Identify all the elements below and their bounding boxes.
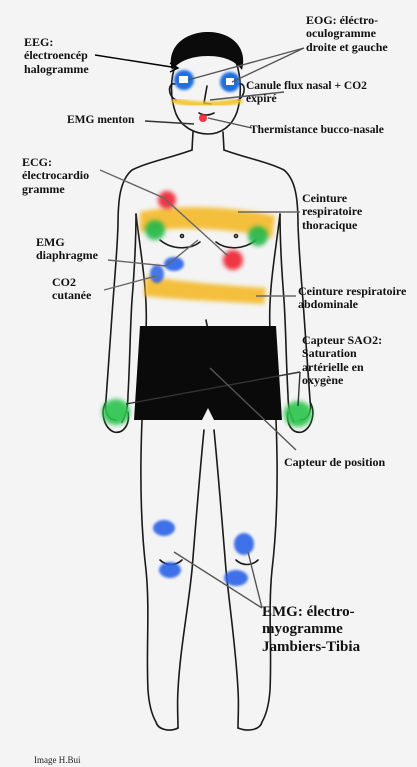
label-eeg: EEG: électroencép halogramme bbox=[24, 36, 89, 76]
label-capteur-position: Capteur de position bbox=[284, 456, 385, 469]
emg-leg-electrode-right-lower bbox=[224, 570, 248, 586]
thermistor-sensor bbox=[199, 114, 207, 122]
label-canule: Canule flux nasal + CO2 expiré bbox=[246, 80, 367, 106]
pointer-emg-leg-1 bbox=[174, 552, 262, 608]
eog-sensor-right-eye bbox=[174, 70, 194, 90]
sao2-sensor-left-hand bbox=[102, 399, 130, 425]
label-ecg: ECG: électrocardio gramme bbox=[22, 156, 89, 196]
nose bbox=[204, 86, 211, 104]
pointer-emg-menton bbox=[145, 121, 194, 124]
left-nipple bbox=[181, 235, 184, 238]
label-co2-cutanee: CO2 cutanée bbox=[52, 276, 91, 303]
label-emg-jambiers: EMG: électro- myogramme Jambiers-Tibia bbox=[262, 604, 360, 656]
pointer-eeg bbox=[95, 55, 178, 68]
pointer-ecg-1 bbox=[100, 170, 164, 198]
right-nipple bbox=[235, 235, 238, 238]
shorts bbox=[134, 326, 282, 420]
emg-leg-electrode-left-upper bbox=[153, 520, 175, 536]
emg-leg-electrode-right-upper bbox=[234, 533, 254, 555]
image-credit: Image H.Bui bbox=[34, 755, 81, 765]
right-arm-inner bbox=[280, 214, 294, 422]
co2-cutaneous-sensor bbox=[150, 265, 164, 283]
label-thermistance: Thermistance bucco-nasale bbox=[250, 124, 384, 137]
label-emg-diaphragme: EMG diaphragme bbox=[36, 236, 98, 263]
label-ceinture-thoracique: Ceinture respiratoire thoracique bbox=[302, 192, 362, 232]
abdominal-belt bbox=[144, 276, 266, 304]
left-leg-inner bbox=[178, 430, 204, 728]
pointer-sao2-right bbox=[298, 372, 300, 406]
label-sao2: Capteur SAO2: Saturation artérielle en o… bbox=[302, 334, 382, 388]
pointer-thermistance bbox=[208, 118, 252, 128]
nasal-cannula-band bbox=[172, 100, 242, 105]
eeg-cap-hair bbox=[171, 32, 243, 70]
label-emg-menton: EMG menton bbox=[67, 114, 134, 127]
left-arm-inner bbox=[122, 214, 136, 422]
label-eog: EOG: éléctro- oculogramme droite et gauc… bbox=[306, 14, 388, 54]
right-knee bbox=[236, 560, 258, 565]
neck-left bbox=[192, 132, 193, 150]
ecg-electrode-green-right bbox=[248, 226, 268, 246]
neck-right bbox=[223, 132, 224, 150]
ecg-electrode-green-left bbox=[145, 220, 165, 240]
ecg-electrode-red-lower bbox=[223, 250, 243, 270]
label-ceinture-abdominale: Ceinture respiratoire abdominale bbox=[298, 285, 406, 312]
eog-sensor-left-eye bbox=[220, 72, 240, 92]
pointer-diaphragm bbox=[108, 260, 166, 266]
emg-leg-electrode-left-lower bbox=[159, 562, 181, 578]
